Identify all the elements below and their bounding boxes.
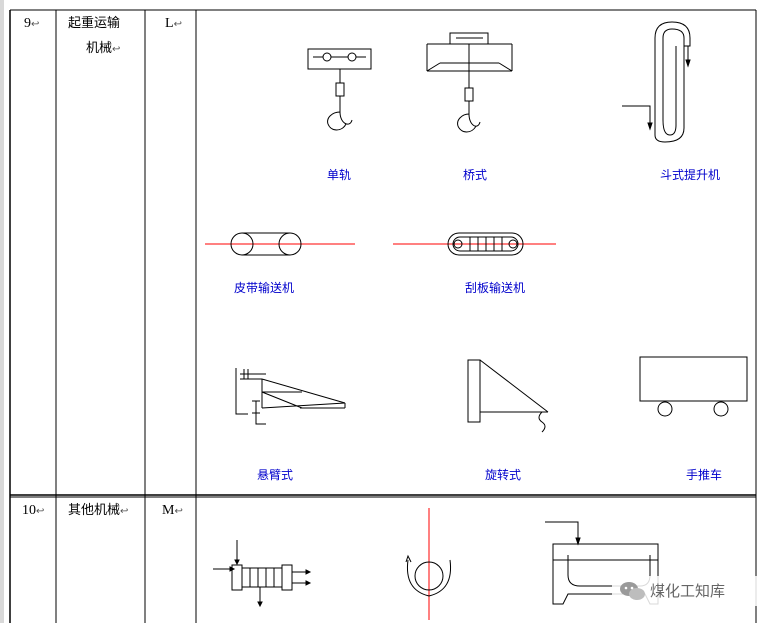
row-9-category: 起重运输 [68, 15, 120, 32]
cell-end-mark: ↩ [120, 506, 129, 517]
row-10-category: 其他机械↩ [68, 502, 128, 520]
label-bucket-elevator: 斗式提升机 [660, 167, 720, 182]
scraper-conveyor-symbol [393, 232, 556, 256]
monorail-crane-symbol [307, 48, 372, 131]
belt-conveyor-symbol [205, 232, 355, 256]
category-line-1: 其他机械 [68, 503, 121, 518]
cell-end-mark: ↩ [173, 19, 182, 30]
label-scraper-conveyor: 刮板输送机 [465, 280, 525, 295]
label-rotary: 旋转式 [485, 467, 521, 482]
label-cantilever: 悬臂式 [257, 468, 293, 482]
code-text: L [165, 16, 174, 31]
cell-end-mark: ↩ [31, 19, 40, 30]
watermark: 煤化工知库 [612, 576, 764, 606]
row-9-number: 9↩ [24, 15, 39, 33]
row-number-text: 10 [22, 503, 36, 518]
category-line-2: 机械 [86, 41, 113, 56]
hand-cart-symbol [639, 356, 748, 417]
watermark-text: 煤化工知库 [650, 582, 726, 600]
cantilever-crane-symbol [235, 368, 346, 425]
label-belt-conveyor: 皮带输送机 [234, 280, 294, 295]
label-hand-cart: 手推车 [686, 467, 722, 482]
cell-end-mark: ↩ [112, 44, 121, 55]
coil-equipment-symbol [213, 540, 312, 608]
row-10-number: 10↩ [22, 502, 44, 520]
category-line-1: 起重运输 [68, 16, 121, 31]
rotary-crane-symbol [467, 359, 549, 433]
label-monorail: 单轨 [327, 168, 351, 182]
bridge-crane-symbol [426, 32, 513, 133]
label-bridge: 桥式 [463, 168, 487, 182]
cell-end-mark: ↩ [36, 506, 45, 517]
wechat-logo-icon [620, 582, 645, 600]
row-9-code: L↩ [165, 15, 182, 33]
bucket-elevator-symbol [622, 21, 691, 143]
roller-symbol [405, 508, 452, 620]
row-10-code: M↩ [162, 502, 183, 520]
row-number-text: 9 [24, 16, 31, 31]
cell-end-mark: ↩ [174, 506, 183, 517]
row-9-category-2: 机械↩ [86, 40, 120, 58]
code-text: M [162, 503, 175, 518]
